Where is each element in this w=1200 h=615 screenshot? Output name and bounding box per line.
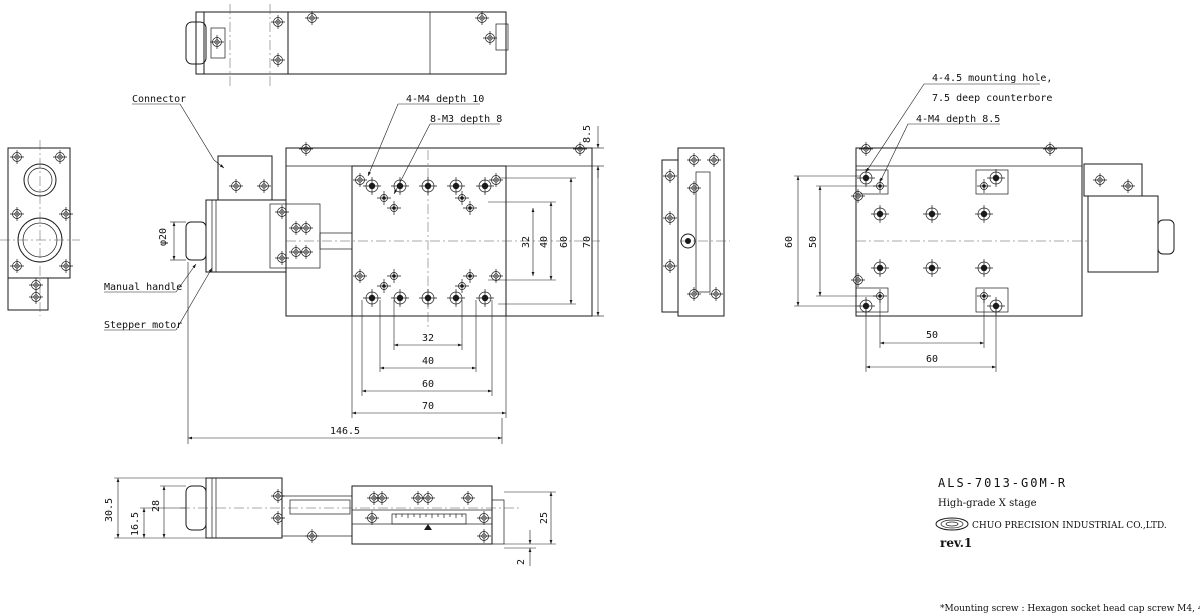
bottom-view xyxy=(794,83,1175,372)
dim-right-50-v: 50 xyxy=(808,236,819,248)
title-block: ALS-7013-G0M-R High-grade X stage CHUO P… xyxy=(935,476,1167,550)
dim-40-h: 40 xyxy=(422,356,434,367)
front-side-view xyxy=(114,477,556,566)
model-number: ALS-7013-G0M-R xyxy=(938,476,1067,490)
dim-28: 28 xyxy=(151,500,162,512)
dim-right-60-v: 60 xyxy=(784,236,795,248)
company-name: CHUO PRECISION INDUSTRIAL CO.,LTD. xyxy=(972,521,1167,531)
dim-60-h: 60 xyxy=(422,379,434,390)
mounting-hole-label: 4-4.5 mounting hole, xyxy=(932,73,1052,84)
dim-2: 2 xyxy=(516,559,527,565)
dim-8-5: 8.5 xyxy=(582,125,593,143)
dim-146-5: 146.5 xyxy=(330,426,360,437)
footnote: *Mounting screw : Hexagon socket head ca… xyxy=(940,604,1200,614)
product-description: High-grade X stage xyxy=(938,498,1037,509)
plan-view xyxy=(104,103,604,444)
dim-32-v: 32 xyxy=(521,236,532,248)
dim-right-60-h: 60 xyxy=(926,354,938,365)
annotations: Connector Manual handle Stepper motor 4-… xyxy=(104,73,1052,565)
m4-depth85-label: 4-M4 depth 8.5 xyxy=(916,114,1000,125)
dim-40-v: 40 xyxy=(539,236,550,248)
phi20-label: φ20 xyxy=(158,228,169,246)
top-view xyxy=(185,4,509,86)
counterbore-label: 7.5 deep counterbore xyxy=(932,93,1052,104)
stepper-motor-label: Stepper motor xyxy=(104,320,182,331)
m4-depth10-label: 4-M4 depth 10 xyxy=(406,94,484,105)
dim-32-h: 32 xyxy=(422,333,434,344)
left-side-view xyxy=(0,140,80,316)
revision: rev.1 xyxy=(940,536,972,550)
dim-70-v: 70 xyxy=(582,236,593,248)
dim-16-5: 16.5 xyxy=(130,512,141,536)
company-logo xyxy=(935,517,969,531)
end-view xyxy=(661,147,730,317)
m3-depth8-label: 8-M3 depth 8 xyxy=(430,114,502,125)
dim-70-h: 70 xyxy=(422,401,434,412)
dim-30-5: 30.5 xyxy=(104,498,115,522)
dim-60-v: 60 xyxy=(559,236,570,248)
dim-25: 25 xyxy=(539,512,550,524)
manual-handle-label: Manual handle xyxy=(104,282,182,293)
dim-right-50-h: 50 xyxy=(926,330,938,341)
connector-label: Connector xyxy=(132,94,186,105)
